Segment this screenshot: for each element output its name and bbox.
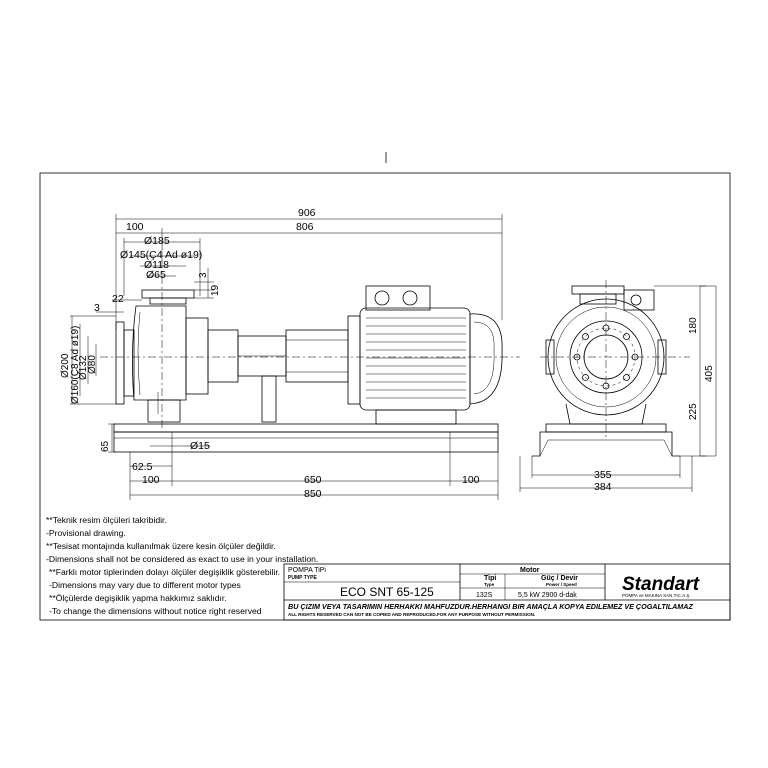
side-dimension-lines bbox=[519, 285, 717, 492]
brand-subtitle: POMPA ve MAKINA SAN.TIC.A.Ş. bbox=[622, 593, 691, 598]
pump-front-view bbox=[115, 289, 287, 423]
dim-650: 650 bbox=[304, 474, 322, 486]
dim-d132: Ø132 bbox=[78, 355, 89, 380]
note-line: -Dimensions shall not be considered as e… bbox=[46, 554, 318, 564]
dim-3-top: 3 bbox=[198, 272, 209, 278]
dim-850: 850 bbox=[304, 488, 322, 500]
dim-d118: Ø118 bbox=[144, 259, 169, 271]
motor-front-view bbox=[347, 285, 503, 425]
motor-type-value: 132S bbox=[476, 592, 493, 599]
pump-type-label: POMPA TiPi bbox=[288, 567, 326, 574]
dim-d200: Ø200 bbox=[60, 353, 71, 378]
dim-100-right: 100 bbox=[462, 474, 480, 486]
note-line: **Teknik resim ölçüleri takribidir. bbox=[46, 515, 167, 525]
brand-name: Standart bbox=[622, 574, 700, 595]
copyright-tr: BU ÇIZIM VEYA TASARIMIN HERHAKKI MAHFUZD… bbox=[288, 602, 693, 611]
note-line: -Provisional drawing. bbox=[46, 528, 126, 538]
copyright-en: ALL RIGHTS RESERVED CAN NOT BE COPIED AN… bbox=[288, 612, 535, 617]
dim-355: 355 bbox=[594, 469, 612, 481]
coupling-guard bbox=[285, 329, 349, 383]
dim-62-5: 62.5 bbox=[132, 461, 153, 473]
motor-power-value: 5,5 kW 2900 d-dak bbox=[518, 592, 577, 599]
note-line: -To change the dimensions without notice… bbox=[49, 606, 262, 616]
dim-d15: Ø15 bbox=[190, 440, 210, 452]
note-line: **Ölçülerde degişiklik yapma hakkımız sa… bbox=[49, 593, 227, 603]
dim-225: 225 bbox=[688, 403, 699, 420]
note-line: -Dimensions may vary due to different mo… bbox=[49, 580, 241, 590]
dim-100-left: 100 bbox=[142, 474, 160, 486]
dim-100-top: 100 bbox=[126, 221, 144, 233]
guc-label: Güç / Devir bbox=[541, 575, 578, 582]
power-label: Power / Speed bbox=[546, 582, 577, 587]
dim-22: 22 bbox=[112, 293, 124, 305]
notes-block: **Teknik resim ölçüleri takribidir. -Pro… bbox=[46, 515, 318, 616]
dim-d145: Ø145(Ç4 Ad ø19) bbox=[120, 249, 202, 261]
dim-906: 906 bbox=[298, 207, 316, 219]
dim-806: 806 bbox=[296, 221, 314, 233]
dim-3-left: 3 bbox=[94, 302, 100, 314]
tipi-label: Tipi bbox=[484, 575, 496, 582]
dim-d80: Ø80 bbox=[87, 355, 98, 374]
dim-65: 65 bbox=[100, 440, 111, 452]
dim-d160: Ø160(Ç8 Ad ø19) bbox=[70, 326, 81, 404]
dim-d65: Ø65 bbox=[146, 269, 166, 281]
note-line: **Tesisat montajında kullanılmak üzere k… bbox=[46, 541, 276, 551]
type-label: Type bbox=[484, 582, 495, 587]
front-dimension-lines bbox=[70, 214, 503, 500]
dim-405: 405 bbox=[704, 365, 715, 382]
note-line: **Farklı motor tiplerinden dolayı ölçüle… bbox=[49, 567, 280, 577]
dim-384: 384 bbox=[594, 481, 612, 493]
pump-type-label-en: PUMP TYPE bbox=[288, 575, 317, 581]
dim-180: 180 bbox=[688, 317, 699, 334]
brand-logo: Standart POMPA ve MAKINA SAN.TIC.A.Ş. bbox=[622, 574, 700, 598]
title-block bbox=[283, 563, 731, 621]
dim-d185: Ø185 bbox=[144, 235, 170, 247]
pump-model: ECO SNT 65-125 bbox=[340, 585, 434, 599]
base-plate bbox=[113, 423, 499, 453]
motor-header: Motor bbox=[520, 567, 540, 574]
dim-19: 19 bbox=[210, 284, 221, 296]
